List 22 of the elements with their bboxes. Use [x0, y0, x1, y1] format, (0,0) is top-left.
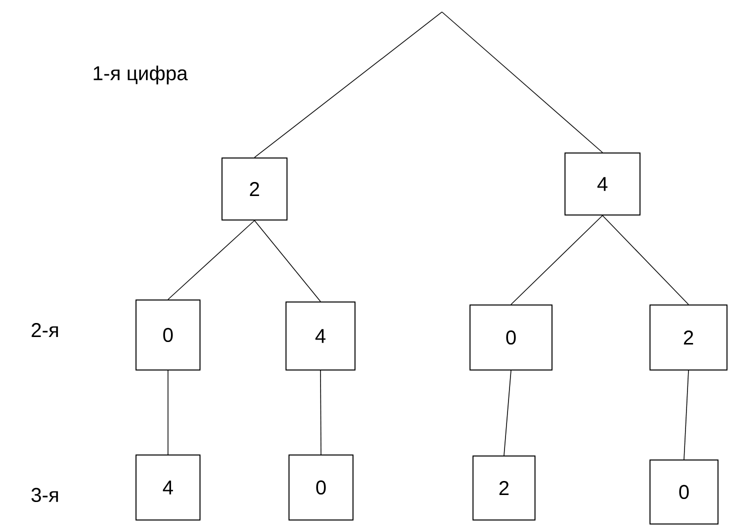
tree-line [168, 220, 255, 300]
level-label: 3-я [31, 488, 58, 502]
tree-line [602, 215, 689, 305]
digit-box: 0 [470, 304, 552, 370]
digit-box: 2 [222, 157, 288, 220]
level-label: 1-я цифра [94, 66, 188, 84]
tree-line [320, 370, 322, 455]
tree-line [504, 370, 512, 456]
digit-box: 4 [136, 454, 200, 520]
tree-line [254, 12, 442, 158]
digit-box: 4 [286, 301, 356, 370]
tree-line [684, 370, 689, 460]
digit-box: 0 [650, 459, 718, 524]
level-label: 2-я [32, 323, 58, 337]
tree-line [442, 12, 603, 153]
digit-box: 2 [650, 304, 728, 370]
digit-box: 2 [472, 455, 536, 520]
digit-box: 4 [564, 152, 640, 216]
tree-line [510, 215, 603, 305]
digit-box: 0 [288, 454, 354, 520]
tree-line [254, 220, 321, 302]
digit-box: 0 [136, 299, 200, 370]
